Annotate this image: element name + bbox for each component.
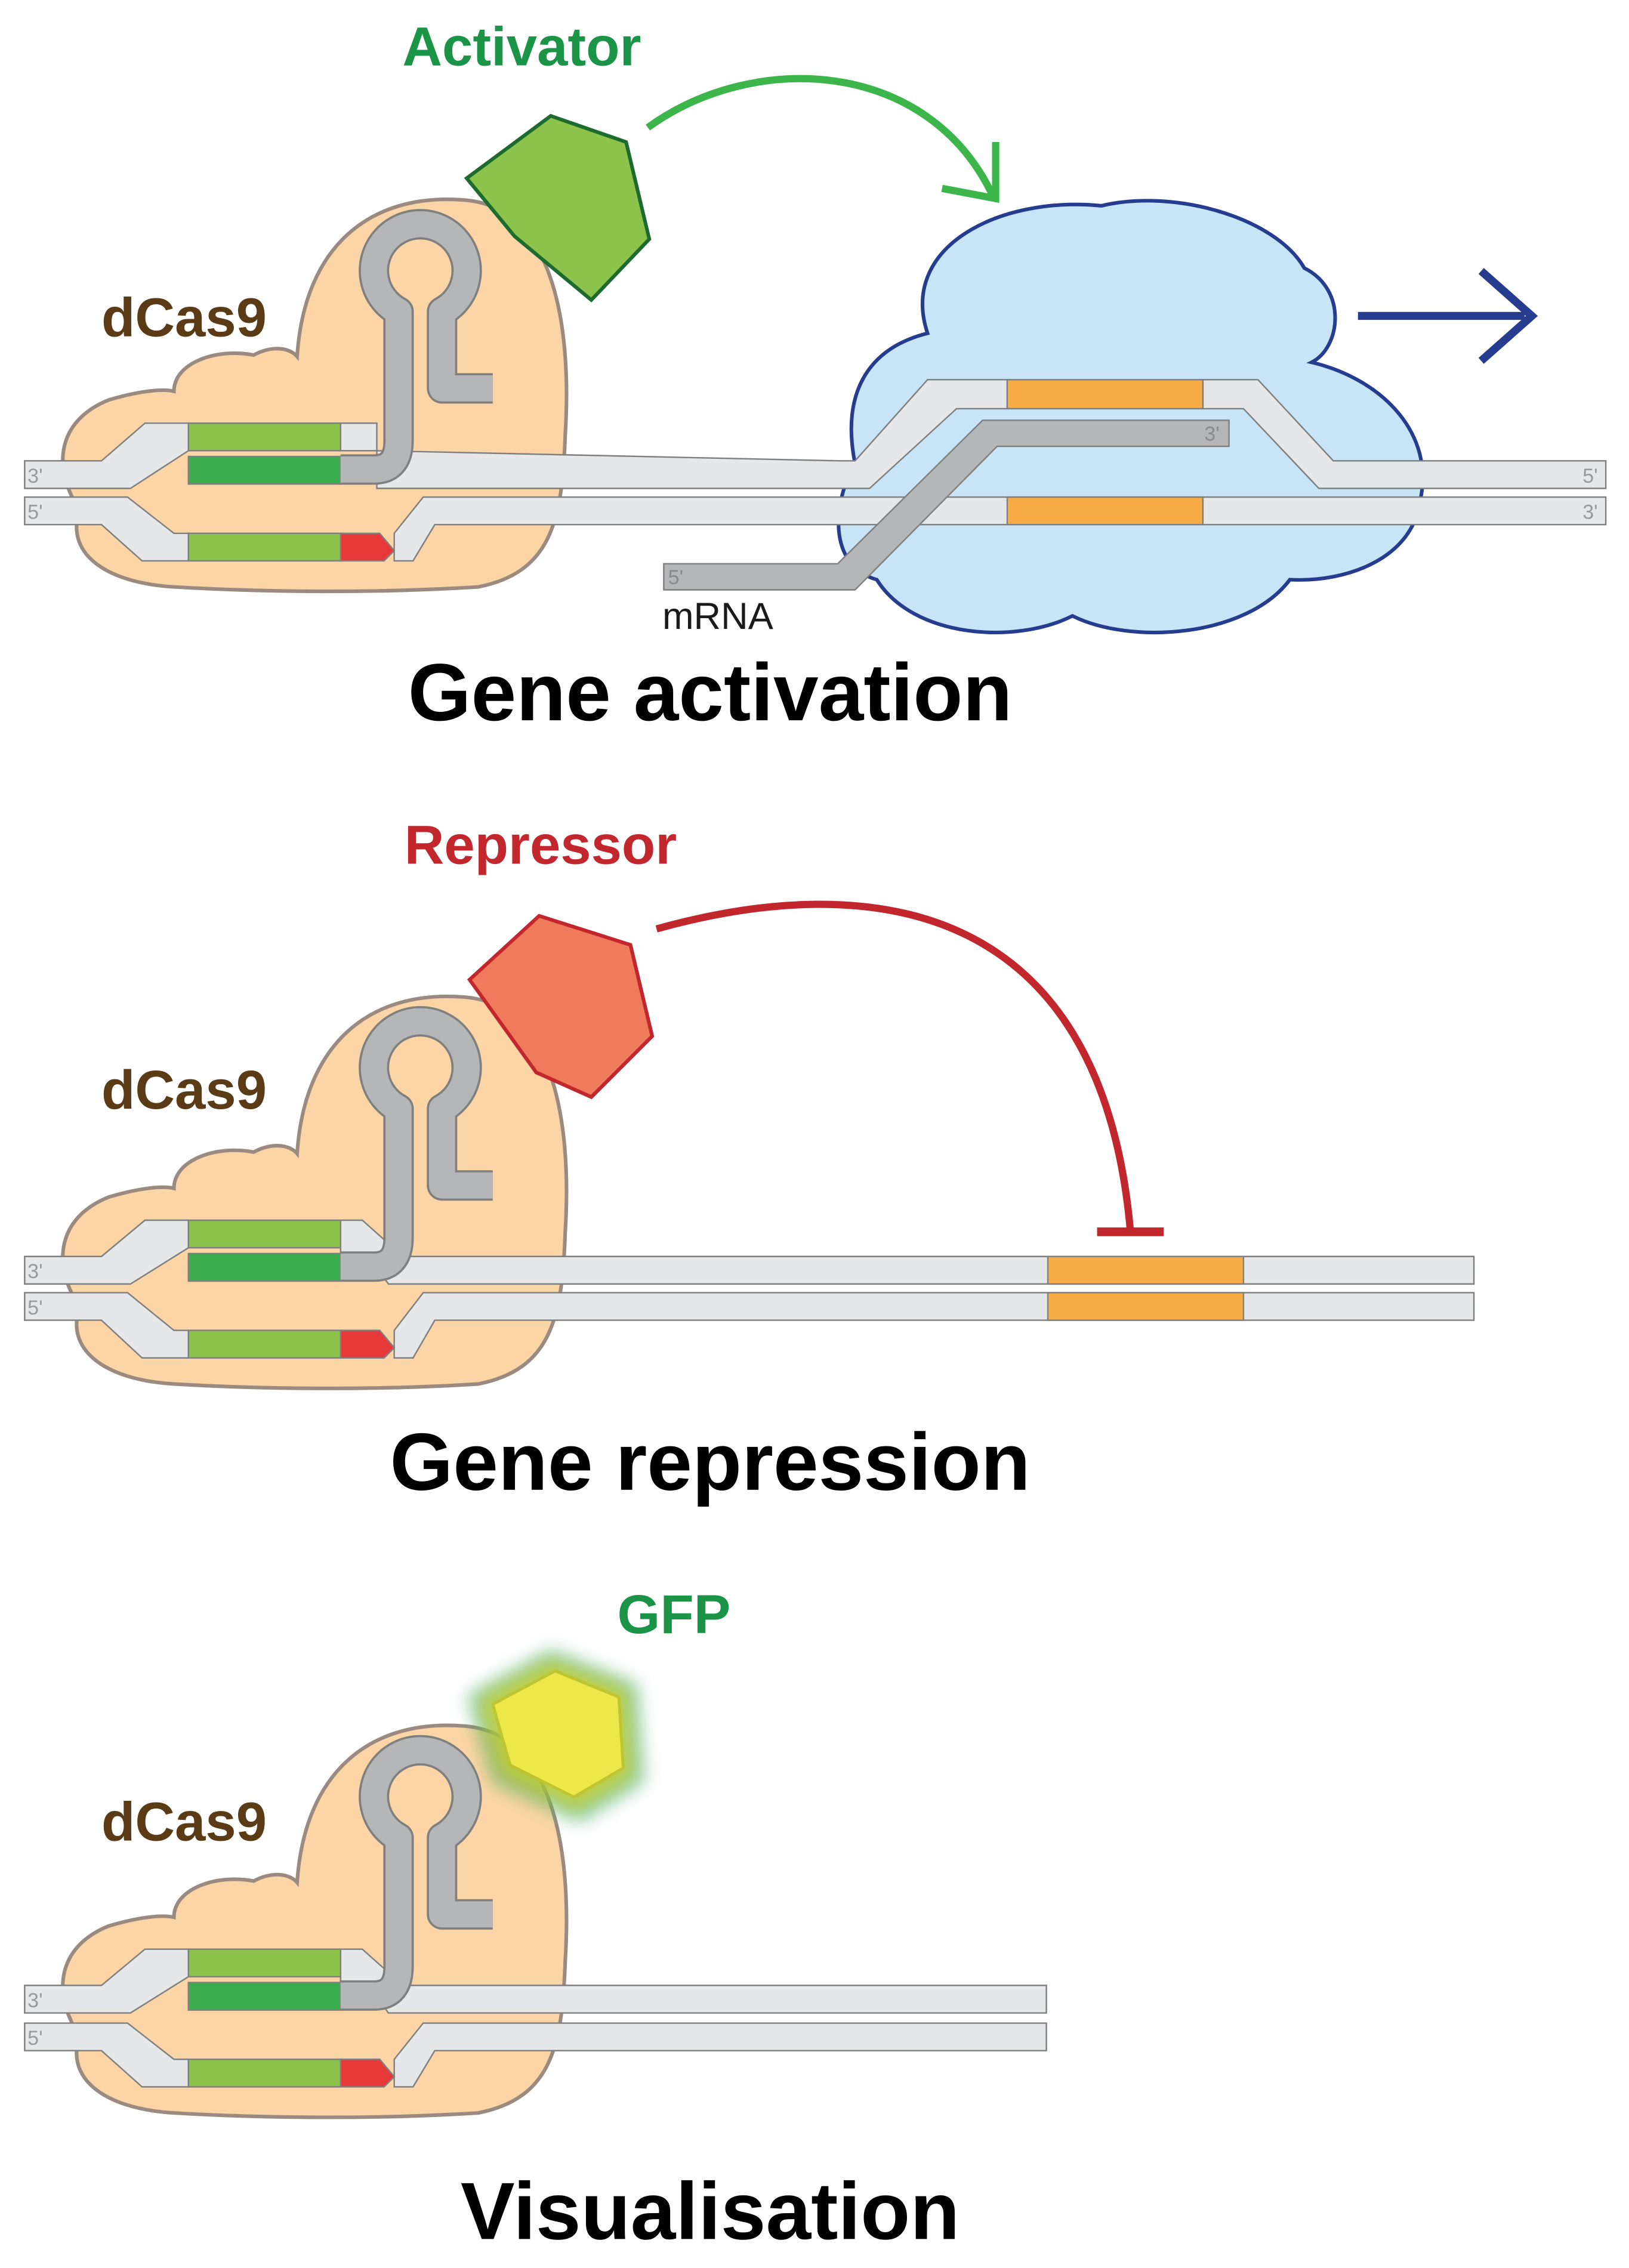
panel-gene-activation: Activator dCas9 3' 5' 5' 3' 5' 3' mRNA G…: [24, 15, 1607, 738]
strand-label-top-left: 3': [27, 1260, 42, 1283]
dcas9-label: dCas9: [101, 286, 267, 348]
gfp-effector: [490, 1669, 625, 1799]
activation-arrow: [646, 75, 996, 198]
dna-bottom-strand-main: [393, 1292, 1475, 1359]
target-guide-dark: [187, 455, 342, 485]
mrna-5prime-label: 5': [668, 566, 683, 589]
dcas9-label: dCas9: [101, 1791, 267, 1853]
target-guide-dark: [187, 1252, 342, 1282]
strand-label-top-left: 3': [27, 1989, 42, 2012]
mrna-3prime-label: 3': [1204, 422, 1219, 445]
strand-label-bottom-right: 3': [1582, 501, 1597, 523]
visualisation-title: Visualisation: [461, 2165, 959, 2256]
gene-top: [1006, 379, 1204, 410]
target-bottom-light: [187, 1329, 342, 1359]
dna-bottom-strand-main: [393, 2022, 1047, 2088]
target-guide-dark: [187, 1982, 342, 2011]
panel-visualisation: GFP dCas9 3' 5' Visualisation: [24, 1583, 1047, 2256]
target-top-light: [187, 1219, 342, 1249]
pam-site: [340, 532, 396, 562]
strand-label-top-right: 5': [1582, 465, 1597, 487]
dna-top-strand-segment: [340, 422, 378, 452]
dna-top-strand-right: [1202, 379, 1607, 489]
mrna-strand: [663, 419, 1230, 591]
panel-gene-repression: Repressor dCas9 3' 5' Gene repression: [24, 814, 1475, 1507]
target-top-light: [187, 422, 342, 452]
mrna-label: mRNA: [662, 595, 773, 637]
strand-label-top-left: 3': [27, 465, 42, 487]
target-bottom-light: [187, 2059, 342, 2088]
gene-activation-title: Gene activation: [408, 647, 1013, 738]
gene-bottom: [1047, 1292, 1245, 1321]
repression-arrow: [655, 900, 1134, 1232]
target-bottom-light: [187, 532, 342, 562]
gene-top: [1047, 1255, 1245, 1285]
repressor-label: Repressor: [405, 814, 677, 876]
repressor-effector: [467, 914, 655, 1100]
gfp-label: GFP: [618, 1583, 731, 1645]
strand-label-bottom-left: 5': [27, 501, 42, 523]
gene-repression-title: Gene repression: [390, 1417, 1030, 1507]
activator-effector: [464, 113, 652, 303]
target-top-light: [187, 1948, 342, 1978]
pam-site: [340, 1329, 396, 1359]
pam-site: [340, 2059, 396, 2088]
activator-label: Activator: [402, 15, 641, 77]
strand-label-bottom-left: 5': [27, 1297, 42, 1319]
gene-bottom: [1006, 496, 1204, 526]
strand-label-bottom-left: 5': [27, 2027, 42, 2050]
dcas9-label: dCas9: [101, 1059, 267, 1121]
